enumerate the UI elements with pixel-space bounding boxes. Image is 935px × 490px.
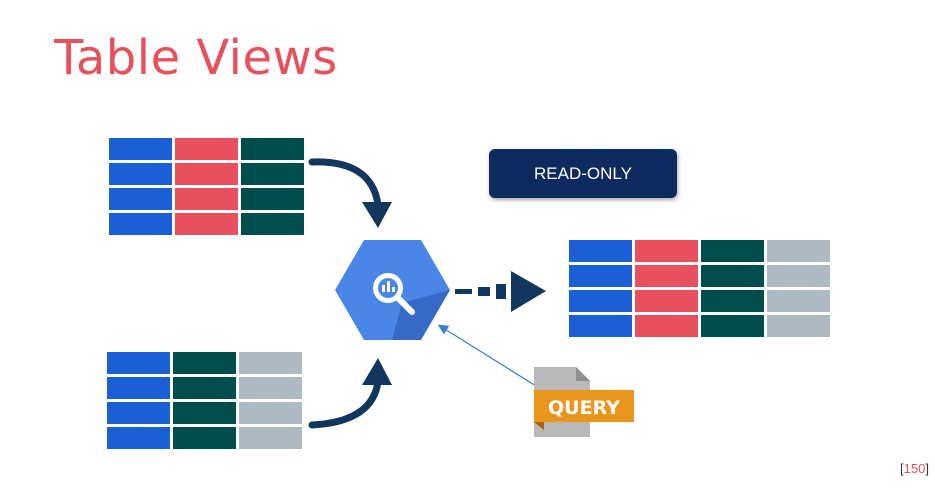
table-cell: [239, 427, 302, 449]
table-cell: [175, 213, 238, 235]
table-cell: [107, 352, 170, 374]
page-number-value: 150: [903, 461, 926, 476]
bigquery-hexagon-icon: [335, 240, 450, 340]
table-cell: [107, 377, 170, 399]
table-cell: [109, 138, 172, 160]
table-cell: [635, 315, 698, 337]
table-cell: [635, 290, 698, 312]
curved-arrow-top-icon: [308, 158, 392, 228]
table-cell: [241, 163, 304, 185]
table-cell: [569, 265, 632, 287]
table-cell: [569, 315, 632, 337]
table-cell: [239, 352, 302, 374]
query-label: QUERY: [548, 397, 620, 419]
table-cell: [241, 188, 304, 210]
table-cell: [175, 188, 238, 210]
result-view-table: [569, 240, 830, 337]
table-cell: [701, 315, 764, 337]
table-cell: [173, 377, 236, 399]
table-cell: [569, 290, 632, 312]
table-cell: [767, 290, 830, 312]
table-cell: [241, 138, 304, 160]
table-cell: [239, 402, 302, 424]
table-cell: [175, 163, 238, 185]
table-cell: [701, 240, 764, 262]
query-document-icon: QUERY: [534, 367, 634, 437]
read-only-label: READ-ONLY: [534, 163, 632, 183]
table-cell: [109, 188, 172, 210]
table-cell: [107, 427, 170, 449]
table-cell: [175, 138, 238, 160]
table-cell: [767, 265, 830, 287]
magnifier-chart-icon: [373, 273, 415, 315]
query-connector-line: [437, 324, 537, 387]
table-cell: [569, 240, 632, 262]
table-cell: [701, 265, 764, 287]
curved-arrow-bottom-icon: [308, 358, 392, 429]
read-only-badge: READ-ONLY: [489, 149, 677, 198]
source-table-bottom: [107, 352, 302, 449]
table-cell: [173, 352, 236, 374]
slide-title: Table Views: [54, 30, 338, 86]
table-cell: [109, 163, 172, 185]
table-cell: [635, 240, 698, 262]
source-table-top: [109, 138, 304, 235]
page-number: [150]: [900, 461, 929, 476]
table-cell: [239, 377, 302, 399]
table-cell: [767, 240, 830, 262]
table-cell: [701, 290, 764, 312]
table-cell: [635, 265, 698, 287]
table-cell: [767, 315, 830, 337]
table-cell: [173, 427, 236, 449]
table-cell: [109, 213, 172, 235]
table-cell: [173, 402, 236, 424]
table-cell: [241, 213, 304, 235]
dashed-arrow-icon: [455, 271, 546, 312]
table-cell: [107, 402, 170, 424]
